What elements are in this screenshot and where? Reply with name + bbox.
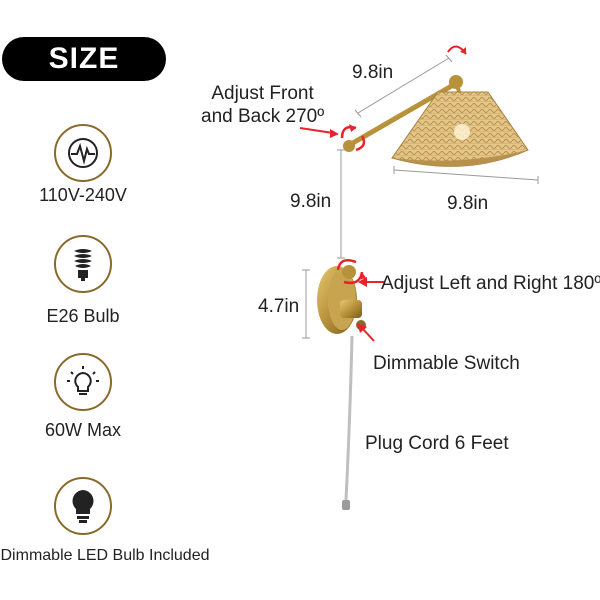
rotation-arrow-elbow [340,124,366,152]
arm-dimension-line [354,54,453,118]
arm-length-label: 9.8in [352,62,394,83]
rotation-arrow-base [336,259,366,285]
switch-pointer [357,323,375,342]
led-bulb-icon [54,477,112,535]
shade-width-label: 9.8in [447,193,489,214]
spec-led-label: Dimmable LED Bulb Included [0,547,210,564]
drop-dimension-line [337,149,345,259]
voltage-icon [54,124,112,182]
spec-bulb-label: E26 Bulb [46,306,120,326]
wall-plate [317,266,366,334]
rotation-arrow-top [447,45,467,55]
size-title: SIZE [48,42,120,75]
spiral-bulb-icon [54,235,112,293]
spec-voltage-label: 110V-240V [39,185,127,205]
rattan-shade [391,91,529,167]
dimmable-switch-label: Dimmable Switch [373,353,520,374]
spec-wattage-label: 60W Max [44,420,122,440]
shade-dimension-line [393,166,539,184]
base-dimension-line [302,269,310,339]
light-bulb-icon [54,353,112,411]
size-badge: SIZE [2,37,166,81]
drop-length-label: 9.8in [290,191,332,212]
adjust-front-back-label: Adjust Front and Back 270º [201,83,325,127]
base-height-label: 4.7in [258,296,300,317]
left-right-pointer [358,277,385,287]
plug-cord [342,335,354,510]
front-back-pointer [299,127,339,138]
adjust-left-right-label: Adjust Left and Right 180º [381,273,600,294]
plug-cord-label: Plug Cord 6 Feet [365,433,509,454]
